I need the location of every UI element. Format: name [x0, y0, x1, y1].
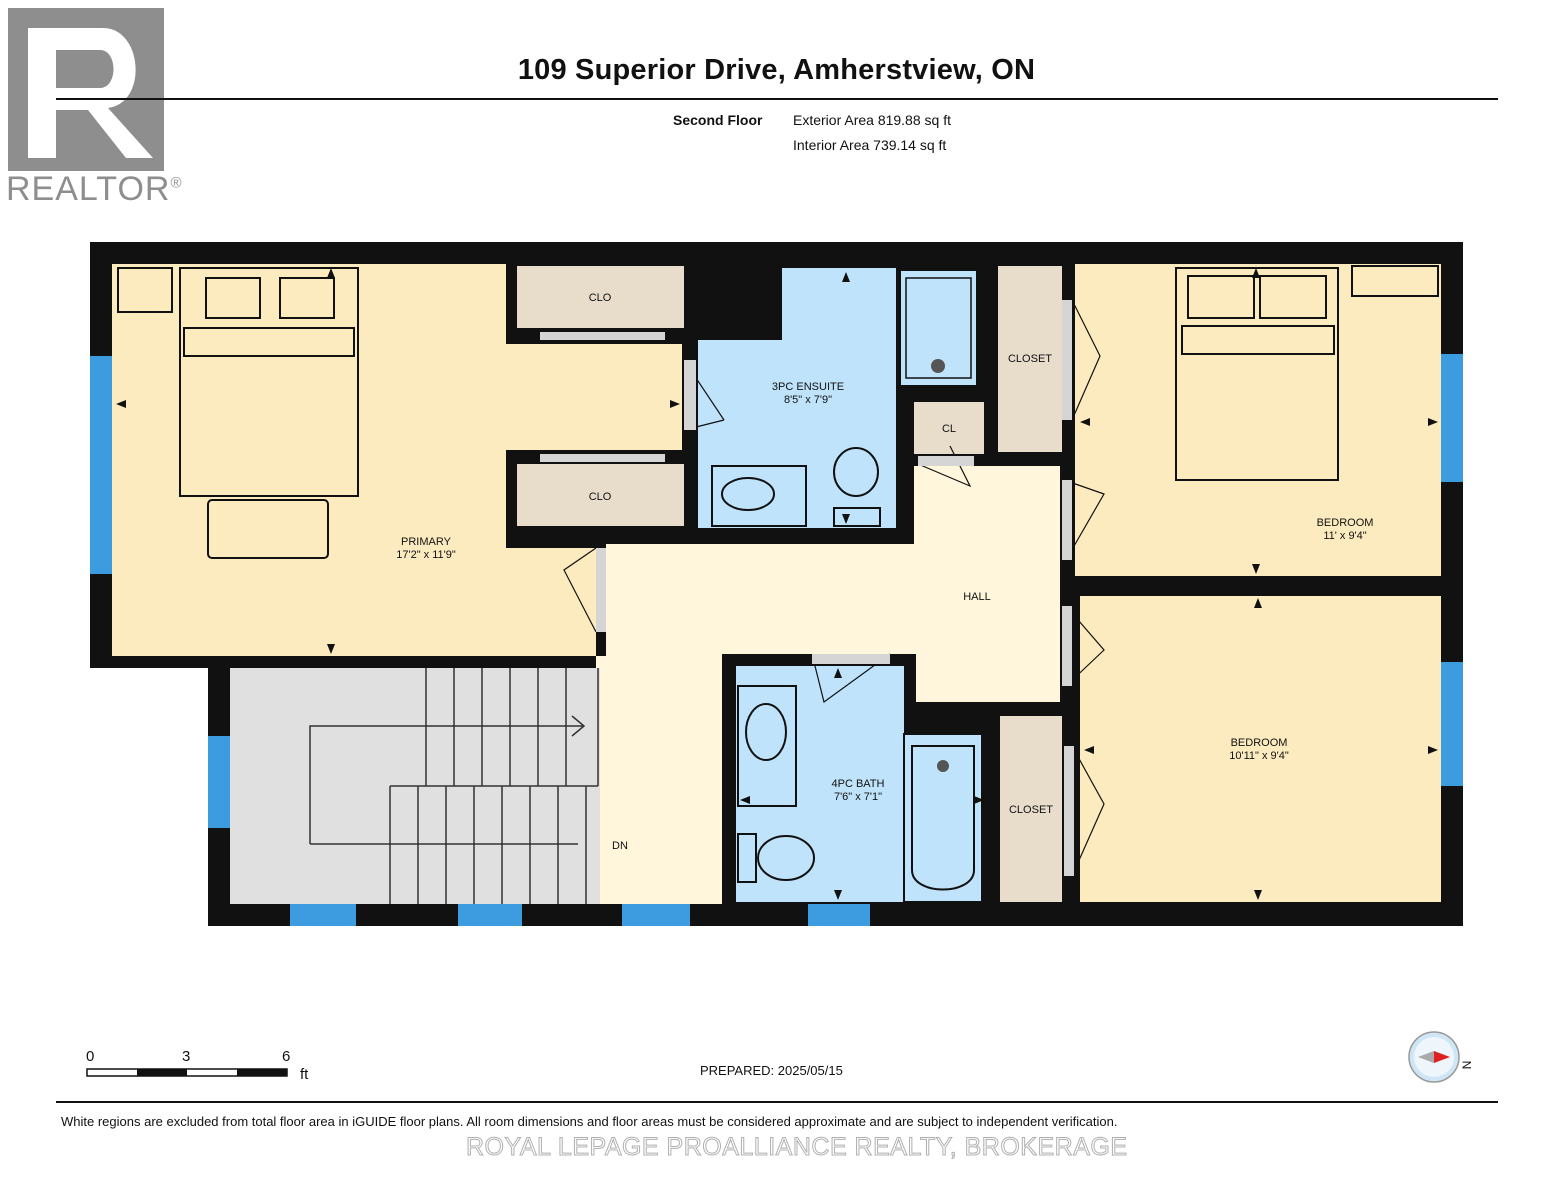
room-stairs-label: DN — [612, 840, 628, 852]
room-closet-top — [998, 266, 1062, 452]
scale-bar — [86, 1068, 288, 1077]
room-clo-bottom-name: CLO — [589, 491, 612, 503]
realtor-r-icon — [8, 8, 164, 171]
realtor-logo-text: REALTOR® — [6, 170, 183, 208]
floor-name: Second Floor — [673, 112, 763, 128]
scale-tick-3: 3 — [182, 1048, 191, 1065]
bath-sink-icon — [745, 703, 787, 761]
room-bedroom-top-dims: 11' x 9'4" — [1323, 530, 1366, 542]
room-ensuite-dims: 8'5" x 7'9" — [784, 394, 832, 406]
room-primary-passage — [506, 344, 682, 450]
stair-treads — [309, 668, 599, 904]
footer-divider — [56, 1101, 1498, 1103]
bathtub-icon — [903, 733, 983, 903]
room-clo-top-name: CLO — [589, 292, 612, 304]
room-bedroom-bottom — [1080, 596, 1441, 902]
disclaimer-text: White regions are excluded from total fl… — [61, 1114, 1118, 1129]
dimension-arrows — [116, 268, 1438, 900]
room-hall — [596, 466, 1060, 904]
scale-unit: ft — [300, 1066, 309, 1083]
brokerage-watermark: ROYAL LEPAGE PROALLIANCE REALTY, BROKERA… — [466, 1133, 1128, 1162]
toilet-icon — [833, 447, 879, 497]
bedroom-top-bed — [1175, 265, 1439, 481]
sink-icon — [721, 477, 775, 511]
room-bedroom-top-name: BEDROOM — [1317, 517, 1374, 529]
realtor-logo-mark — [8, 8, 164, 171]
bath-toilet-icon — [757, 835, 815, 881]
room-primary-dims: 17'2" x 11'9" — [396, 549, 456, 561]
room-closet-bottom-name: CLOSET — [1009, 804, 1053, 816]
interior-area: Interior Area 739.14 sq ft — [793, 137, 947, 153]
compass-north-label: N — [1459, 1060, 1474, 1070]
shower-drain-icon — [931, 359, 945, 373]
room-bedroom-bottom-name: BEDROOM — [1231, 737, 1288, 749]
bath-vanity — [737, 685, 797, 807]
room-cl — [914, 402, 984, 454]
room-bedroom-top — [1075, 264, 1441, 576]
header-divider — [56, 98, 1498, 100]
page-title: 109 Superior Drive, Amherstview, ON — [517, 54, 1036, 86]
bath-tub-area — [904, 734, 982, 902]
clo-top-door — [540, 332, 665, 340]
room-closet-top-name: CLOSET — [1008, 353, 1052, 365]
windows — [90, 354, 1463, 926]
compass-icon — [1408, 1031, 1460, 1083]
ensuite-vanity — [711, 465, 807, 527]
room-bath-name: 4PC BATH — [832, 778, 885, 790]
door-openings — [596, 300, 1074, 876]
room-ensuite-name: 3PC ENSUITE — [772, 381, 844, 393]
room-ensuite — [698, 268, 896, 528]
room-clo-top — [517, 266, 684, 328]
room-cl-name: CL — [942, 423, 956, 435]
room-clo-bottom — [517, 464, 684, 526]
room-primary-name: PRIMARY — [401, 536, 452, 548]
room-bedroom-bottom-dims: 10'11" x 9'4" — [1229, 750, 1289, 762]
exterior-area: Exterior Area 819.88 sq ft — [793, 112, 951, 128]
scale-tick-6: 6 — [282, 1048, 291, 1065]
clo-bottom-door — [540, 454, 665, 462]
prepared-date: PREPARED: 2025/05/15 — [700, 1063, 843, 1078]
room-hall-name: HALL — [963, 591, 991, 603]
room-closet-bottom — [1000, 716, 1062, 902]
primary-bed — [117, 267, 359, 559]
scale-tick-0: 0 — [86, 1048, 95, 1065]
room-bath — [736, 666, 904, 902]
room-bath-dims: 7'6" x 7'1" — [834, 791, 882, 803]
